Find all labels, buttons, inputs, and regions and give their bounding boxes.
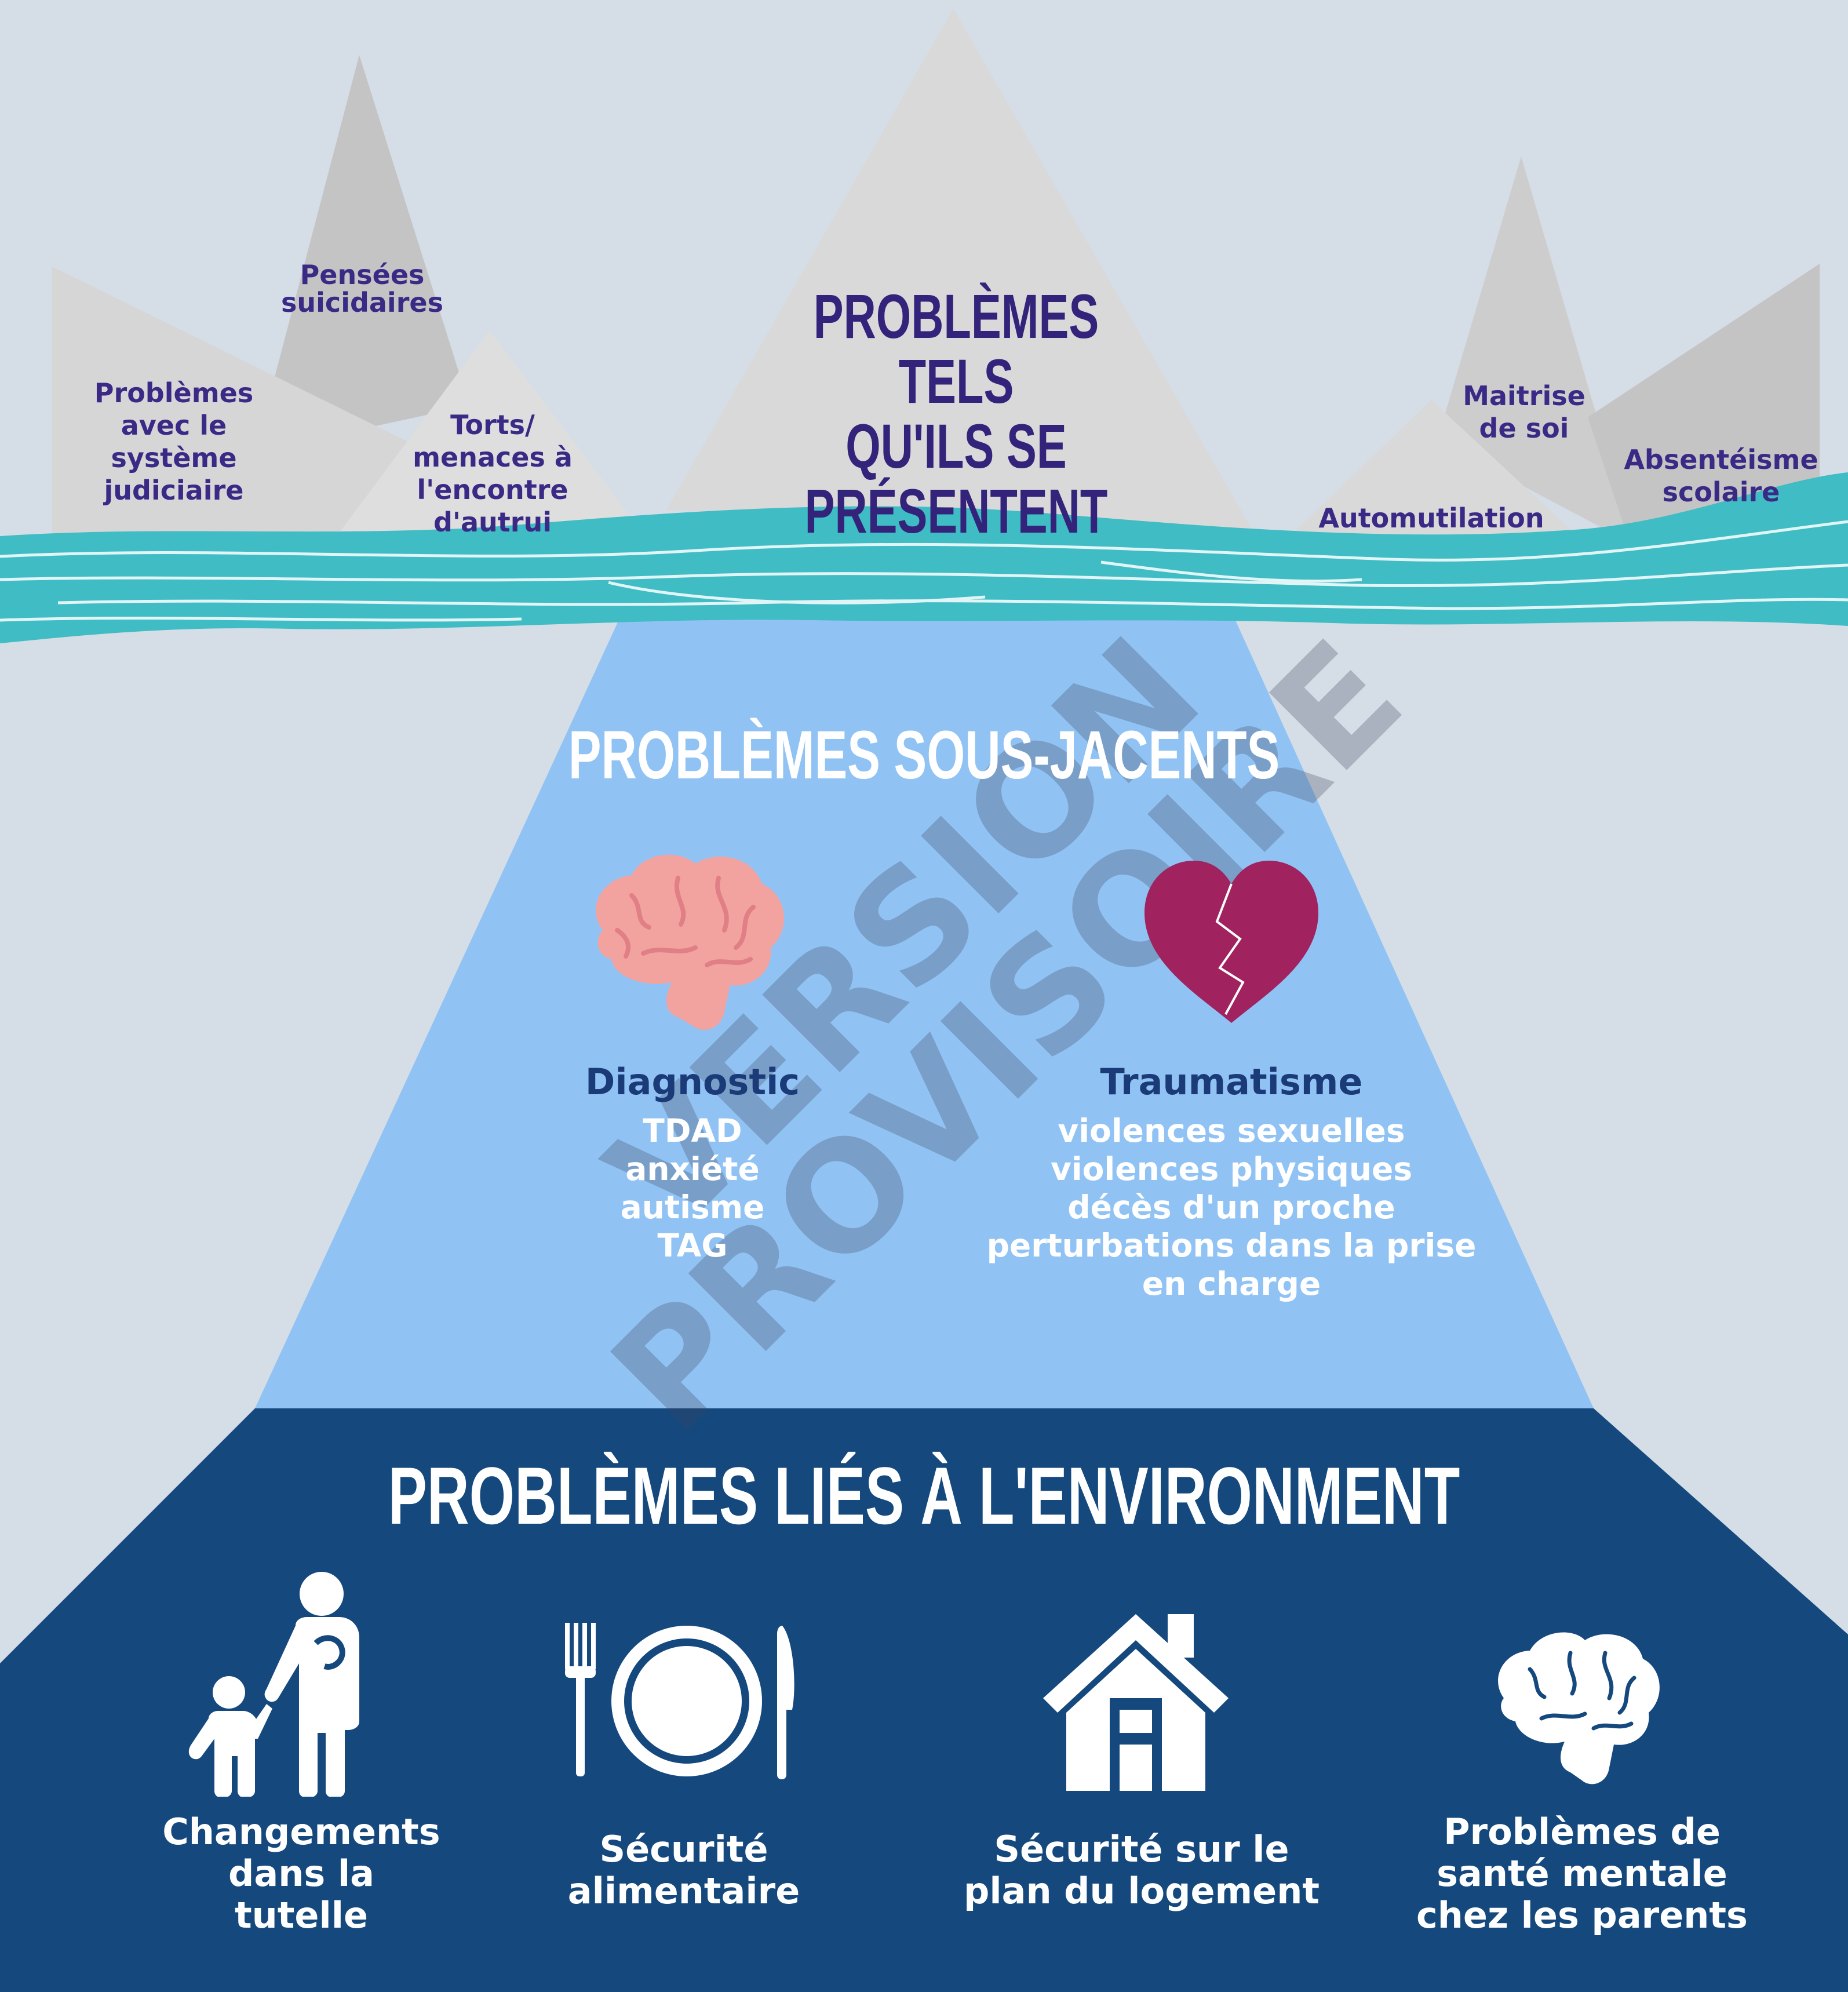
- peak-label-selfharm: Automutilation: [1318, 502, 1544, 534]
- brain-icon: [596, 854, 784, 1030]
- underlying-title: PROBLÈMES SOUS-JACENTS: [568, 717, 1280, 793]
- trauma-title: Traumatisme: [1100, 1061, 1363, 1103]
- broken-heart-icon: [1144, 861, 1318, 1023]
- trauma-item: décès d'un proche: [1067, 1189, 1395, 1226]
- peak-judicial: [52, 267, 440, 556]
- diagnostic-item: anxiété: [625, 1150, 760, 1188]
- peak-label-judicial: Problèmes avec le système judiciaire: [94, 377, 254, 506]
- diagnostic-item: TAG: [657, 1227, 728, 1264]
- peak-selfcontrol: [1437, 156, 1634, 545]
- brain-icon: [1498, 1632, 1660, 1785]
- env-label-food-security: Sécurité alimentaire: [567, 1828, 800, 1912]
- plate-utensils-icon: [565, 1623, 794, 1779]
- trauma-item: violences sexuelles: [1058, 1112, 1405, 1149]
- water-wave-lines: [0, 520, 1848, 622]
- environment-title: PROBLÈMES LIÉS À L'ENVIRONMENT: [388, 1450, 1460, 1541]
- main-title: PROBLÈMES TELS QU'ILS SE PRÉSENTENT: [804, 281, 1108, 546]
- peak-label-absenteeism: Absentéisme scolaire: [1624, 444, 1818, 508]
- trauma-items: violences sexuelles violences physiques …: [985, 1112, 1478, 1303]
- water-surface: [0, 472, 1848, 643]
- env-label-guardianship: Changements dans la tutelle: [162, 1811, 440, 1936]
- trauma-item: violences physiques: [1050, 1150, 1413, 1188]
- parent-child-icon: [188, 1572, 359, 1797]
- peak-absenteeism: [1588, 264, 1820, 556]
- env-label-parent-mental-health: Problèmes de santé mentale chez les pare…: [1416, 1811, 1748, 1936]
- env-label-housing: Sécurité sur le plan du logement: [963, 1828, 1320, 1912]
- peak-label-selfcontrol: Maitrise de soi: [1463, 380, 1585, 444]
- peak-selfharm: [1269, 400, 1599, 556]
- underwater-light-zone: [255, 580, 1594, 1408]
- diagnostic-item: autisme: [620, 1189, 765, 1226]
- trauma-item: perturbations dans la prise en charge: [986, 1227, 1477, 1302]
- peak-harm: [330, 330, 652, 545]
- peak-main: [666, 9, 1257, 539]
- peak-label-suicidal: Pensées suicidaires: [281, 259, 443, 319]
- peak-label-harm: Torts/ menaces à l'encontre d'autrui: [413, 409, 573, 538]
- diagnostic-title: Diagnostic: [585, 1061, 800, 1103]
- peak-suicidal: [255, 55, 469, 452]
- house-icon: [1043, 1614, 1229, 1791]
- underwater-dark-zone: [0, 1408, 1848, 1992]
- diagnostic-item: TDAD: [643, 1112, 742, 1149]
- diagnostic-items: TDAD anxiété autisme TAG: [551, 1112, 834, 1265]
